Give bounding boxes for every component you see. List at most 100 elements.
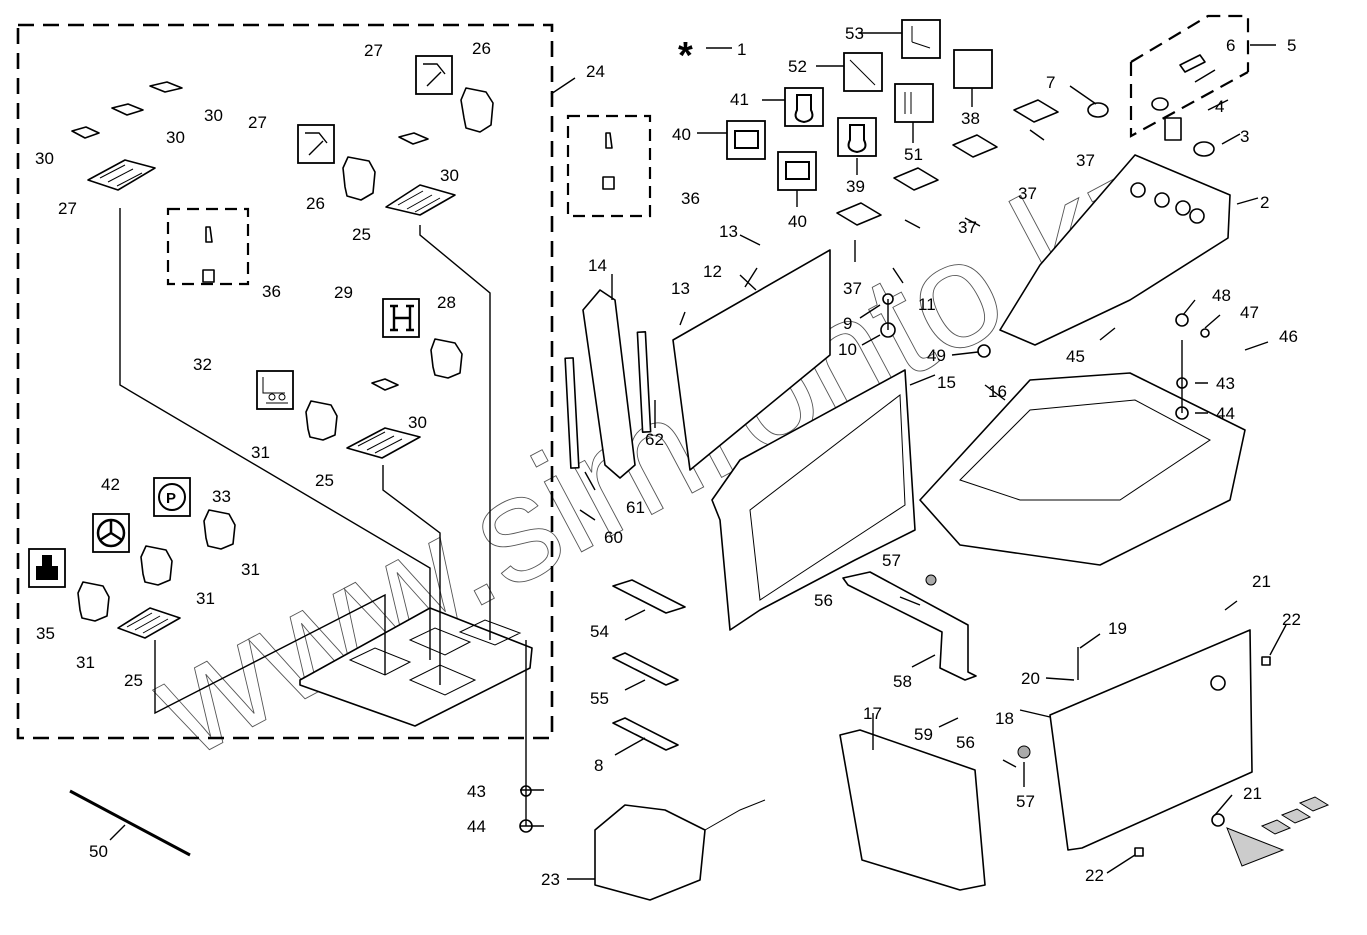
- callout-61: 61: [626, 498, 645, 517]
- callout-28: 28: [437, 293, 456, 312]
- battery-icon: [777, 151, 817, 191]
- console-base: [919, 372, 1246, 566]
- callout-44a: 44: [467, 817, 486, 836]
- temperature-fan-icon: [901, 19, 941, 59]
- dash-frame: [711, 369, 916, 631]
- four-wheel-drive-icon: [382, 298, 420, 338]
- callout-37d: 37: [843, 279, 862, 298]
- callout-25b: 25: [315, 471, 334, 490]
- callout-21b: 21: [1243, 784, 1262, 803]
- callout-10: 10: [838, 340, 857, 359]
- callout-17: 17: [863, 704, 882, 723]
- callout-25c: 25: [124, 671, 143, 690]
- callout-14: 14: [588, 256, 607, 275]
- callout-25a: 25: [352, 225, 371, 244]
- switch-panel-parts: [71, 81, 615, 727]
- callout-60: 60: [604, 528, 623, 547]
- front-cover: [839, 729, 986, 891]
- callout-59: 59: [914, 725, 933, 744]
- callout-30b: 30: [166, 128, 185, 147]
- callout-29: 29: [334, 283, 353, 302]
- switch-group-box: [16, 23, 554, 740]
- callout-31d: 31: [76, 653, 95, 672]
- console-top: [999, 154, 1231, 346]
- callout-56a: 56: [814, 591, 833, 610]
- callout-44b: 44: [1216, 404, 1235, 423]
- callout-38: 38: [961, 109, 980, 128]
- callout-40a: 40: [672, 125, 691, 144]
- bracket: [842, 571, 977, 681]
- callout-30a: 30: [204, 106, 223, 125]
- callout-9: 9: [843, 314, 852, 333]
- callout-21a: 21: [1252, 572, 1271, 591]
- callout-5: 5: [1287, 36, 1296, 55]
- svg-text:P: P: [166, 490, 176, 507]
- steering-wheel-icon: [92, 513, 130, 553]
- callout-26a: 26: [472, 39, 491, 58]
- callout-8: 8: [594, 756, 603, 775]
- rubber-strips: [612, 579, 686, 751]
- callout-37b: 37: [1018, 184, 1037, 203]
- callout-36b: 36: [681, 189, 700, 208]
- rotary-tiller-icon: [28, 548, 66, 588]
- callout-35: 35: [36, 624, 55, 643]
- callout-7: 7: [1046, 73, 1055, 92]
- callout-12: 12: [703, 262, 722, 281]
- callout-41: 41: [730, 90, 749, 109]
- heater-off-icon: [843, 52, 883, 92]
- parking-brake-icon: P: [153, 477, 191, 517]
- callout-18: 18: [995, 709, 1014, 728]
- callout-19: 19: [1108, 619, 1127, 638]
- callout-47: 47: [1240, 303, 1259, 322]
- callout-45: 45: [1066, 347, 1085, 366]
- callout-58: 58: [893, 672, 912, 691]
- callout-48: 48: [1212, 286, 1231, 305]
- callout-23: 23: [541, 870, 560, 889]
- callout-51: 51: [904, 145, 923, 164]
- callout-62: 62: [645, 430, 664, 449]
- callout-22a: 22: [1282, 610, 1301, 629]
- callout-54: 54: [590, 622, 609, 641]
- tractor-reverse-icon: [256, 370, 294, 410]
- callout-52: 52: [788, 57, 807, 76]
- callout-30e: 30: [408, 413, 427, 432]
- callout-13a: 13: [719, 222, 738, 241]
- asterisk-marker: *: [678, 35, 693, 77]
- relay-fuse-box-right: [566, 114, 652, 218]
- key-set-box: [1129, 14, 1250, 138]
- callout-33: 33: [212, 487, 231, 506]
- battery-icon: [726, 120, 766, 160]
- callout-37a: 37: [1076, 151, 1095, 170]
- callout-24: 24: [586, 62, 605, 81]
- callout-50: 50: [89, 842, 108, 861]
- callout-57a: 57: [882, 551, 901, 570]
- callout-43a: 43: [467, 782, 486, 801]
- callout-30d: 30: [440, 166, 459, 185]
- callout-30c: 30: [35, 149, 54, 168]
- temperature-warning-icon: [784, 87, 824, 127]
- callout-16: 16: [988, 382, 1007, 401]
- temperature-warning-icon: [837, 117, 877, 157]
- callout-37c: 37: [958, 218, 977, 237]
- callout-leaders: [109, 32, 1287, 880]
- callout-53: 53: [845, 24, 864, 43]
- callout-39: 39: [846, 177, 865, 196]
- blank-symbol-icon: [953, 49, 993, 89]
- callout-3: 3: [1240, 127, 1249, 146]
- callout-31a: 31: [251, 443, 270, 462]
- callout-42: 42: [101, 475, 120, 494]
- side-panel: [1049, 629, 1253, 851]
- callout-labels: 1 2 3 4 5 6 7 8 9 10 11 12 13 13 14 15 1…: [35, 24, 1301, 889]
- work-light-icon: [297, 124, 335, 164]
- direction-arrow: [1226, 796, 1330, 867]
- callout-15: 15: [937, 373, 956, 392]
- callout-31b: 31: [241, 560, 260, 579]
- callout-26b: 26: [306, 194, 325, 213]
- callout-13b: 13: [671, 279, 690, 298]
- heater-fan-icon: [894, 83, 934, 123]
- callout-55: 55: [590, 689, 609, 708]
- callout-6: 6: [1226, 36, 1235, 55]
- work-light-icon: [415, 55, 453, 95]
- callout-2: 2: [1260, 193, 1269, 212]
